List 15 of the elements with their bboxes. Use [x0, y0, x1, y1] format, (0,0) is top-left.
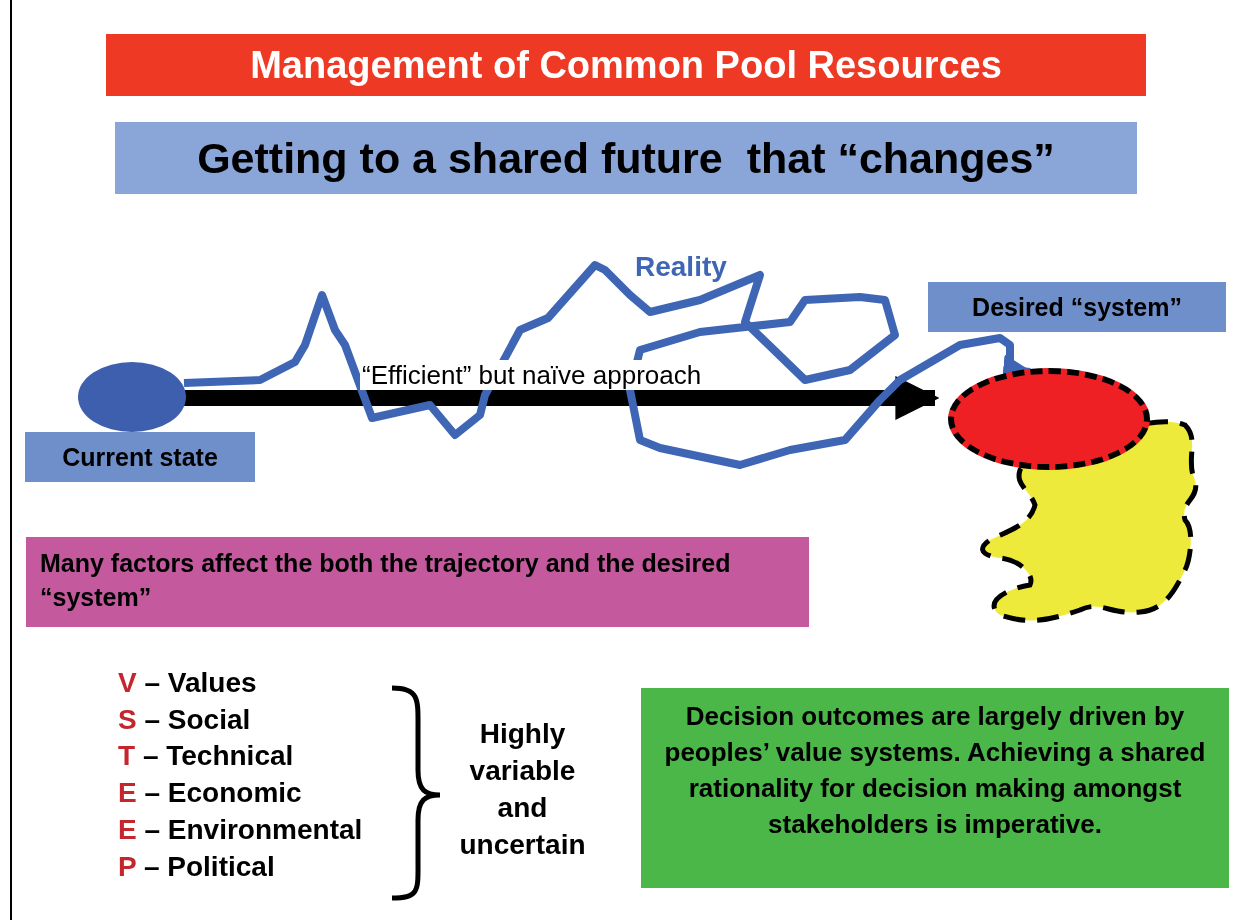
acronym-line: E – Economic: [118, 776, 302, 811]
acronym-line: E – Environmental: [118, 812, 363, 847]
acronym-line: P – Political: [118, 849, 275, 884]
state-label-box: Current state: [25, 432, 255, 482]
note-text: Highly variable and uncertain: [458, 717, 587, 862]
arrow: [184, 376, 940, 420]
subtitle-banner: Getting to a shared future that “changes”: [115, 122, 1137, 194]
acronym-line: V – Values: [118, 666, 257, 700]
acronym-line: T – Technical: [118, 739, 294, 774]
note-box: Many factors affect the both the trajectory and the desired “system”: [26, 537, 809, 627]
acronym-line: S – Social: [118, 702, 251, 737]
target-label-box: Desired “system”: [928, 282, 1226, 332]
conclusion-box: Decision outcomes are largely driven by peoples’ value systems. Achieving a shared rationality for decision making amongst stakeholders is imperative.: [641, 688, 1229, 888]
arrow: [183, 261, 1033, 469]
title-banner: Management of Common Pool Resources: [106, 34, 1146, 96]
